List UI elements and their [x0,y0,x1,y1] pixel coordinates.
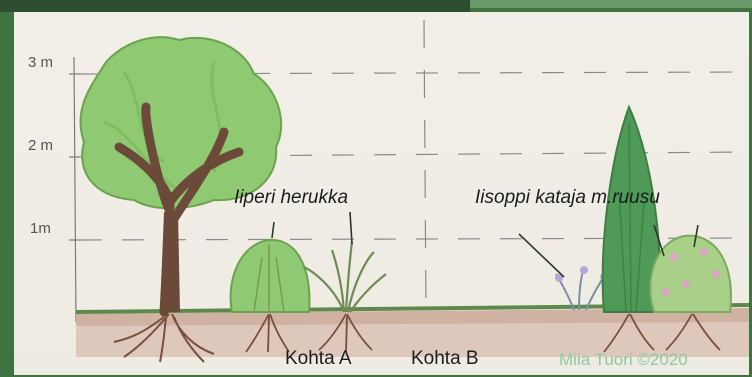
height-scale [69,57,80,322]
center-divider [424,20,426,312]
plant-label-left: Iiperi herukka [234,187,348,209]
top-title-strip [0,0,470,12]
author-credit: Miia Tuori ©2020 [559,350,688,370]
plant-label-right: Iisoppi kataja m.ruusu [475,187,660,209]
scale-label-2m: 2 m [28,137,53,154]
point-label-b: Kohta B [411,348,479,370]
hyssop-drawing [555,266,608,310]
point-label-a: Kohta A [285,348,352,370]
scale-label-1m: 1m [30,220,51,237]
drawing-paper: 3 m 2 m 1m Iiperi herukka Iisoppi kataja… [14,12,749,375]
scale-label-3m: 3 m [28,54,53,71]
